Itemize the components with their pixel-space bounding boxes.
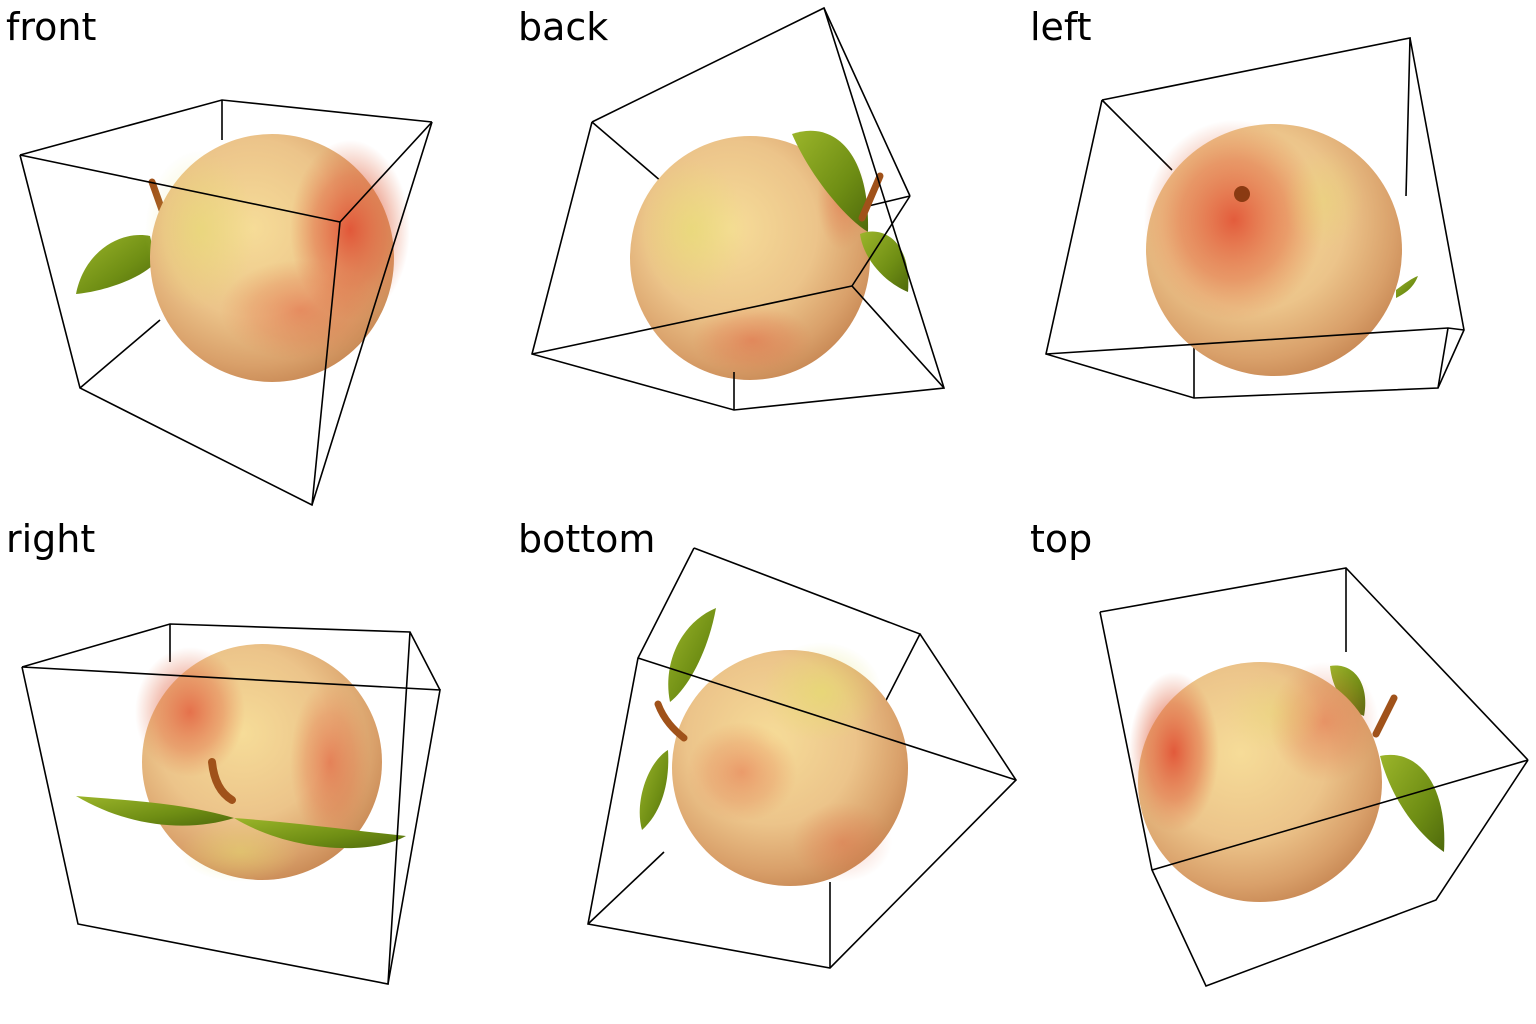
apple-render-top	[1099, 567, 1529, 988]
view-panel-back: back	[512, 0, 1024, 512]
leaf	[639, 750, 669, 830]
apple-render-front	[19, 99, 433, 507]
leaf	[234, 818, 406, 849]
apple-render-left	[1045, 37, 1465, 399]
stem-cavity	[1234, 186, 1250, 202]
bounding-box-front	[1099, 611, 1529, 988]
bounding-box-front	[531, 7, 946, 411]
view-panel-bottom: bottom	[512, 512, 1024, 1024]
leaf	[76, 796, 234, 826]
apple-render-back	[531, 6, 946, 411]
stem	[1372, 694, 1398, 738]
view-label: back	[518, 5, 609, 49]
stem	[858, 172, 884, 222]
view-panel-right: right	[0, 512, 512, 1024]
stem	[654, 700, 688, 742]
leaf	[76, 235, 156, 294]
view-label: bottom	[518, 517, 656, 561]
leaf	[1396, 276, 1418, 298]
leaf	[668, 608, 716, 702]
bounding-box-front	[21, 631, 441, 985]
leaf	[860, 231, 909, 292]
apple-render-bottom	[587, 547, 1018, 969]
bounding-box-front	[587, 547, 1018, 969]
view-panel-top: top	[1024, 512, 1536, 1024]
view-panel-front: front	[0, 0, 512, 512]
bounding-box	[1099, 567, 1529, 761]
leaf	[1380, 754, 1445, 852]
apple-body	[672, 642, 908, 886]
apple-body	[1144, 120, 1402, 376]
bounding-box-front	[19, 121, 433, 507]
view-panel-left: left	[1024, 0, 1536, 512]
leaf	[792, 130, 869, 232]
stem	[208, 758, 236, 804]
bounding-box-front	[1045, 37, 1465, 399]
apple-body	[145, 134, 410, 382]
view-label: front	[6, 5, 97, 49]
view-label: top	[1030, 517, 1093, 561]
apple-render-right	[21, 623, 441, 985]
view-label: right	[6, 517, 96, 561]
apple-body	[1129, 662, 1382, 902]
view-label: left	[1030, 5, 1092, 49]
